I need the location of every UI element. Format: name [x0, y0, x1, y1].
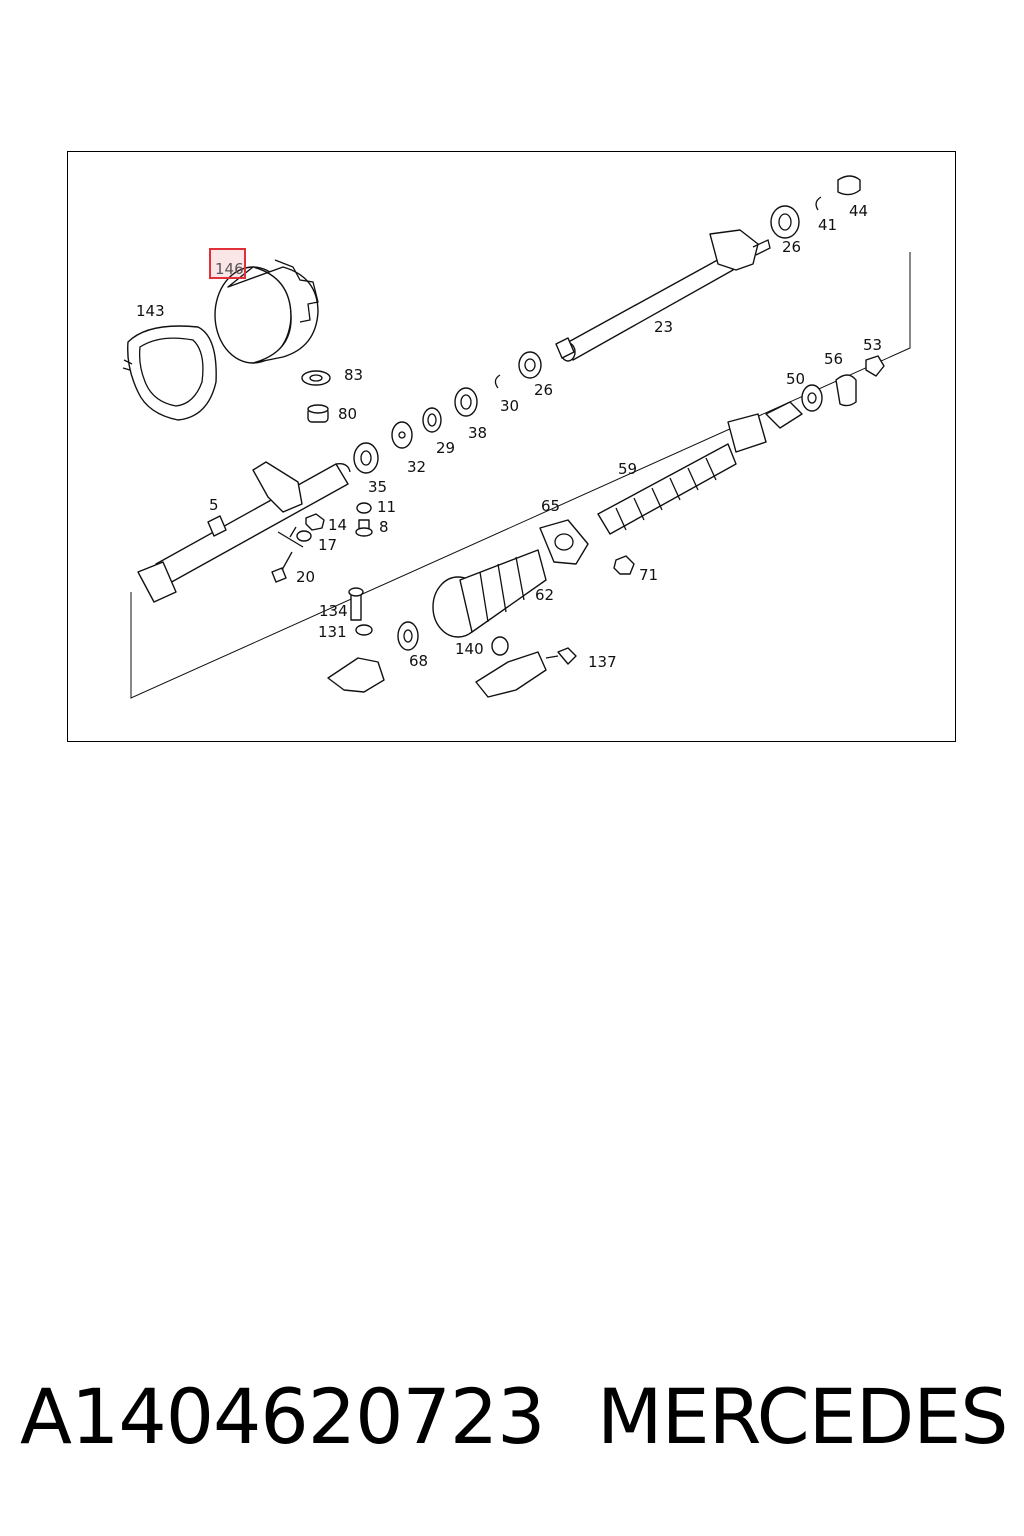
- part-14-nut: [305, 513, 325, 531]
- footer-caption: A1404620723 MERCEDES: [20, 1372, 1010, 1472]
- part-38-bearing: [454, 387, 478, 417]
- callout-labels: 143 146 83 80 44 41 26 23 26 30 38 29 32…: [136, 202, 882, 671]
- part-143-shroud: [122, 325, 217, 421]
- lower-joint-right: [475, 651, 547, 698]
- callout-41: 41: [818, 216, 837, 234]
- part-59-boot: [597, 401, 803, 535]
- part-53-clip: [865, 355, 885, 377]
- callout-8: 8: [379, 518, 389, 536]
- part-140-nut: [491, 636, 509, 656]
- callout-20: 20: [296, 568, 315, 586]
- callout-83: 83: [344, 366, 363, 384]
- part-146-cover: [214, 259, 319, 364]
- callout-143: 143: [136, 302, 165, 320]
- part-26-bushing-top: [770, 205, 800, 239]
- callout-50: 50: [786, 370, 805, 388]
- part-5-column-tube: [137, 461, 351, 603]
- callout-134: 134: [319, 602, 348, 620]
- callout-62: 62: [535, 586, 554, 604]
- part-131-washer: [355, 624, 373, 636]
- part-11-washer: [356, 502, 372, 514]
- callout-38: 38: [468, 424, 487, 442]
- callout-35: 35: [368, 478, 387, 496]
- callout-26: 26: [782, 238, 801, 256]
- part-134-bolt: [348, 587, 364, 621]
- callout-59: 59: [618, 460, 637, 478]
- part-17-washer: [296, 530, 312, 542]
- callout-44: 44: [849, 202, 868, 220]
- callout-80: 80: [338, 405, 357, 423]
- callout-30: 30: [500, 397, 519, 415]
- part-26-bushing-mid: [518, 351, 542, 379]
- part-8-bolt: [355, 519, 373, 537]
- subassembly-outline: [130, 252, 911, 699]
- part-20-bolt: [271, 551, 293, 583]
- part-56-clamp: [835, 374, 857, 407]
- part-50-nut: [801, 384, 823, 412]
- callout-131: 131: [318, 623, 347, 641]
- brand-name: MERCEDES: [597, 1372, 1008, 1461]
- callout-5: 5: [209, 496, 219, 514]
- part-137-bolt: [545, 647, 577, 665]
- callout-11: 11: [377, 498, 396, 516]
- callout-26: 26: [534, 381, 553, 399]
- part-62-boot: [432, 549, 547, 638]
- callout-137: 137: [588, 653, 617, 671]
- callout-29: 29: [436, 439, 455, 457]
- callout-53: 53: [863, 336, 882, 354]
- lower-joint-left: [327, 657, 385, 693]
- callout-68: 68: [409, 652, 428, 670]
- callout-56: 56: [824, 350, 843, 368]
- callout-65: 65: [541, 497, 560, 515]
- part-number: A1404620723: [20, 1372, 546, 1461]
- part-83-ring: [301, 370, 331, 386]
- callout-32: 32: [407, 458, 426, 476]
- part-65-plate: [539, 519, 589, 565]
- highlight-box: [209, 248, 246, 279]
- part-71-nut: [613, 555, 635, 575]
- part-29-washer: [422, 407, 442, 433]
- part-68-bearing: [397, 621, 419, 651]
- part-23-shaft: [555, 229, 771, 362]
- part-44-sleeve: [837, 175, 861, 196]
- exploded-view-drawing: 143 146 83 80 44 41 26 23 26 30 38 29 32…: [122, 175, 911, 699]
- parts-diagram: 143 146 83 80 44 41 26 23 26 30 38 29 32…: [67, 151, 956, 742]
- callout-14: 14: [328, 516, 347, 534]
- part-80-cap: [307, 404, 329, 423]
- callout-71: 71: [639, 566, 658, 584]
- part-41-clip: [815, 196, 822, 211]
- callout-140: 140: [455, 640, 484, 658]
- callout-17: 17: [318, 536, 337, 554]
- part-35-nut: [353, 442, 379, 474]
- part-30-clip: [494, 374, 501, 389]
- callout-146: 146: [215, 260, 244, 278]
- callout-23: 23: [654, 318, 673, 336]
- part-32-plate: [391, 421, 413, 449]
